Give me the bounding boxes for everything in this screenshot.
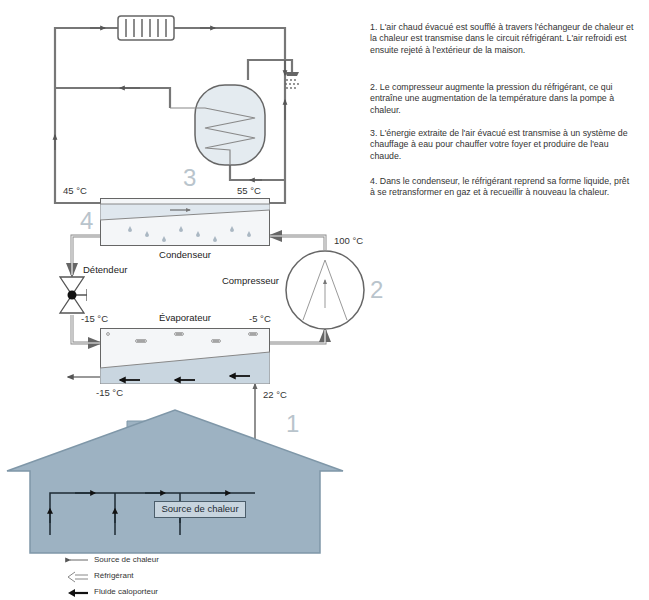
evaporator-band: Évaporateur — [100, 328, 270, 384]
compressor-circle-outline — [285, 250, 365, 330]
temperature-label: -15 °C — [80, 314, 109, 325]
legend-text: Source de chaleur — [94, 555, 159, 564]
temperature-label: -5 °C — [248, 314, 272, 325]
expansion-valve: Détendeur — [57, 275, 87, 315]
refrigerant-line — [270, 236, 325, 250]
legend-samples — [68, 560, 88, 597]
shower — [285, 72, 299, 89]
callout-number: 3 — [183, 166, 196, 190]
node-label: Évaporateur — [159, 313, 211, 324]
temperature-label: 100 °C — [333, 236, 364, 247]
radiator — [118, 16, 174, 40]
legend-text: Fluide caloporteur — [94, 587, 158, 596]
node-label: Détendeur — [83, 265, 127, 276]
temperature-label: 22 °C — [262, 390, 288, 401]
temperature-label: 55 °C — [236, 186, 262, 197]
hot-water-tank — [170, 85, 265, 165]
air-duct — [254, 384, 255, 439]
compressor-circle: Compresseur — [285, 250, 365, 330]
step-text: 2. Le compresseur augmente la pression d… — [370, 82, 635, 116]
condenser-band-outline — [100, 198, 270, 246]
refrigerant-line-core — [270, 236, 325, 250]
evaporator-band-outline — [100, 328, 270, 384]
callout-number: 2 — [370, 278, 383, 302]
callout-number: 4 — [80, 209, 93, 233]
step-text: 1. L'air chaud évacué est soufflé à trav… — [370, 22, 635, 56]
expansion-valve-outline — [57, 275, 87, 315]
node-label: Compresseur — [222, 276, 279, 287]
temperature-label: 45 °C — [62, 186, 88, 197]
source-box: Source de chaleur — [154, 501, 245, 518]
refrigerant-line-core — [270, 330, 325, 343]
step-text: 4. Dans le condenseur, le réfrigérant re… — [370, 176, 635, 199]
legend-text: Réfrigérant — [94, 571, 134, 580]
node-label: Condenseur — [159, 250, 211, 261]
step-text: 3. L'énergie extraite de l'air évacué es… — [370, 128, 635, 162]
temperature-label: -15 °C — [95, 388, 124, 399]
refrigerant-line — [270, 330, 325, 343]
condenser-band: Condenseur — [100, 198, 270, 246]
callout-number: 1 — [286, 412, 299, 436]
